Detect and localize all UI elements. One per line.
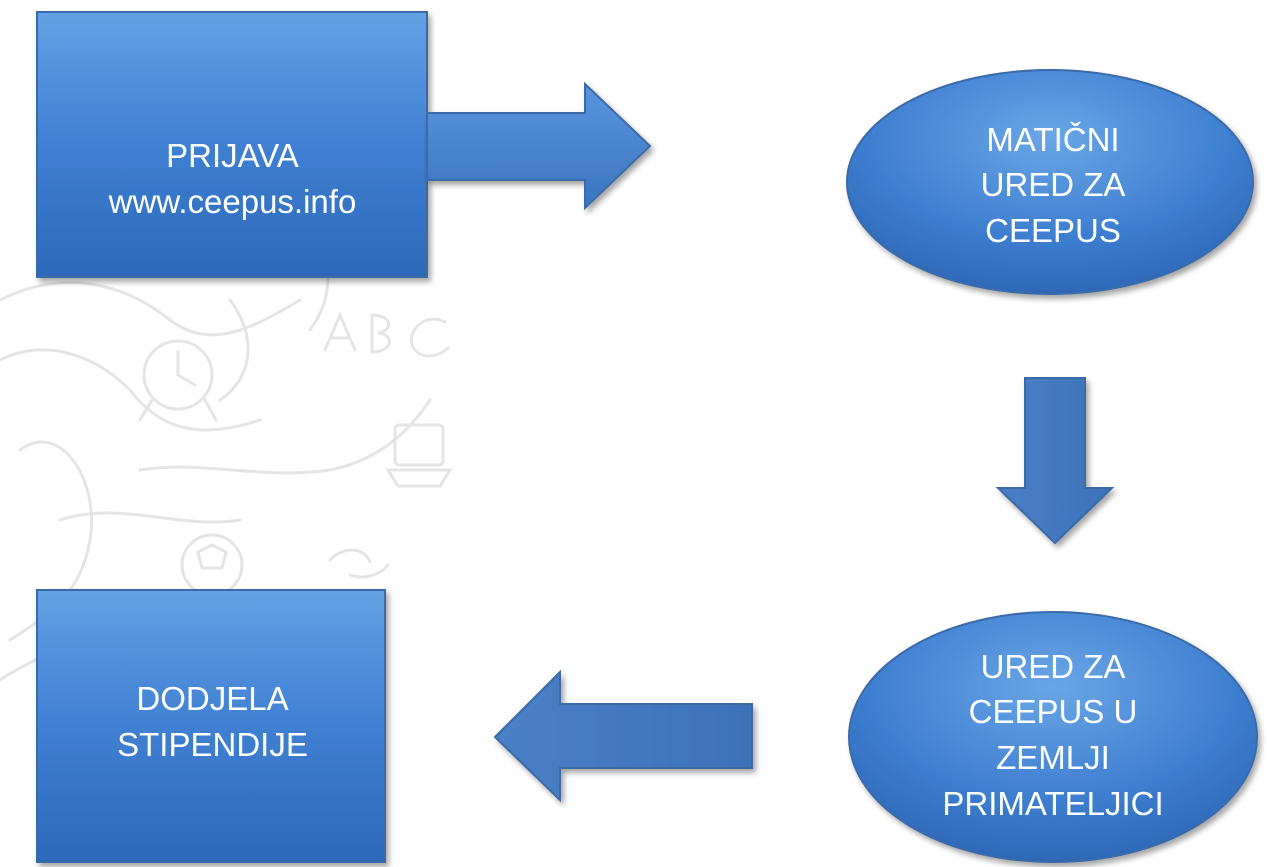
arrow-right <box>426 81 652 211</box>
dodjela-box <box>36 589 386 863</box>
arrow-left <box>493 669 753 803</box>
maticni-ured-ellipse <box>846 69 1254 295</box>
arrow-down <box>995 377 1115 545</box>
prijava-box <box>36 11 428 278</box>
ured-primatelj-ellipse <box>848 611 1258 863</box>
